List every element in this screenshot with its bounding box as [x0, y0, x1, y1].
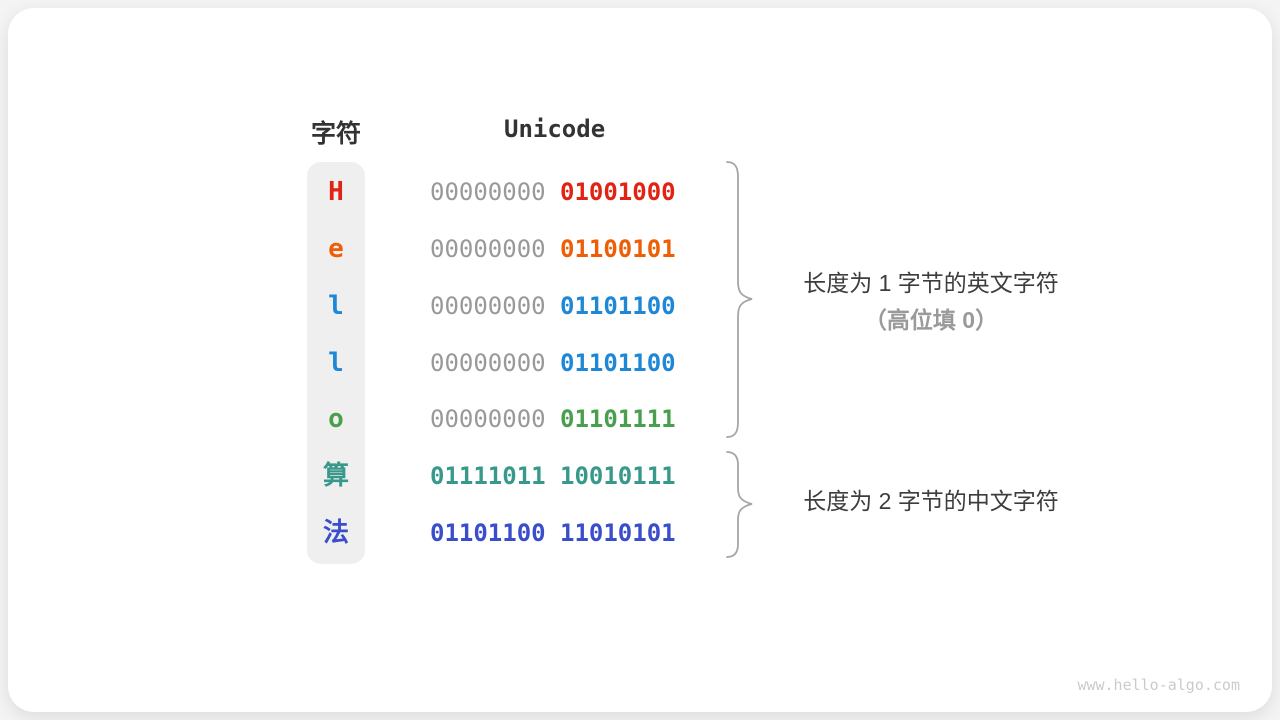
encoding-row-o: o 00000000 01101111 — [0, 390, 1280, 448]
low-byte: 01101111 — [560, 405, 676, 433]
annotation-english-line2: （高位填 0） — [863, 307, 999, 333]
column-header-unicode: Unicode — [504, 115, 606, 143]
low-byte: 01101100 — [560, 349, 676, 377]
brace-english-group — [726, 161, 753, 438]
grouping-braces — [726, 161, 753, 558]
low-byte: 10010111 — [560, 462, 676, 490]
encoding-row-H: H 00000000 01001000 — [0, 163, 1280, 221]
website-watermark: www.hello-algo.com — [1077, 676, 1240, 694]
encoding-row-e: e 00000000 01100101 — [0, 220, 1280, 278]
high-byte: 00000000 — [430, 235, 546, 263]
annotation-english-chars: 长度为 1 字节的英文字符 （高位填 0） — [770, 269, 1092, 334]
encoding-row-l1: l 00000000 01101100 — [0, 277, 1280, 335]
annotation-english-line1: 长度为 1 字节的英文字符 — [803, 270, 1059, 296]
high-byte: 00000000 — [430, 349, 546, 377]
high-byte: 00000000 — [430, 292, 546, 320]
low-byte: 01001000 — [560, 178, 676, 206]
high-byte: 00000000 — [430, 178, 546, 206]
character-cell: H — [328, 177, 344, 207]
character-cell: l — [328, 348, 344, 378]
high-byte: 00000000 — [430, 405, 546, 433]
low-byte: 11010101 — [560, 519, 676, 547]
encoding-row-suan: 算 01111011 10010111 — [0, 447, 1280, 505]
annotation-chinese-chars: 长度为 2 字节的中文字符 — [770, 487, 1092, 515]
encoding-row-fa: 法 01101100 11010101 — [0, 504, 1280, 562]
character-cell: o — [328, 404, 344, 434]
encoding-row-l2: l 00000000 01101100 — [0, 334, 1280, 392]
character-cell: 法 — [322, 518, 349, 548]
character-cell: e — [328, 234, 344, 264]
character-cell: l — [328, 291, 344, 321]
low-byte: 01101100 — [560, 292, 676, 320]
diagram-card — [8, 8, 1272, 712]
column-header-character: 字符 — [310, 120, 361, 148]
brace-chinese-group — [726, 451, 753, 558]
character-cell: 算 — [322, 461, 349, 491]
high-byte: 01101100 — [430, 519, 546, 547]
high-byte: 01111011 — [430, 462, 546, 490]
character-column-background — [307, 162, 365, 564]
annotation-chinese-line1: 长度为 2 字节的中文字符 — [803, 488, 1059, 514]
low-byte: 01100101 — [560, 235, 676, 263]
